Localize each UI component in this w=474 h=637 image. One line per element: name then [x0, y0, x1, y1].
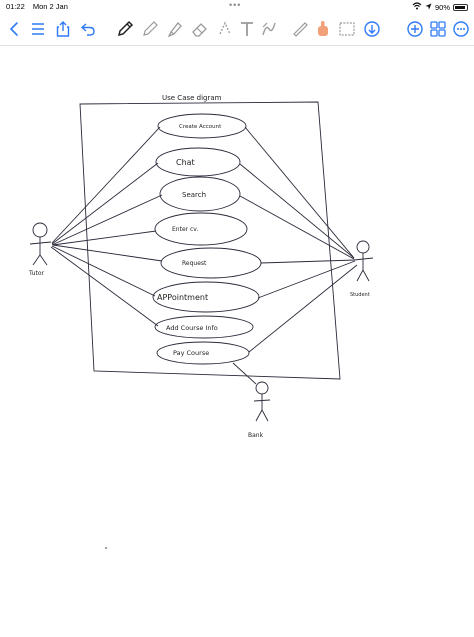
student-label: Student	[350, 292, 370, 298]
pen-icon[interactable]	[114, 17, 136, 41]
usecase-add-course-info-shape	[154, 315, 254, 339]
battery-percent: 90%	[434, 2, 450, 12]
status-bar: 01:22 Mon 2 Jan ••• 90%	[0, 0, 474, 14]
tutor-label: Tutor	[28, 270, 45, 277]
stray-ink-dot	[105, 547, 107, 549]
text-icon[interactable]	[236, 17, 258, 41]
bank-actor	[253, 381, 271, 422]
use-case-diagram: Use Case digram Create Account Chat Sear…	[28, 94, 374, 549]
wifi-icon	[412, 2, 422, 12]
highlighter-icon[interactable]	[164, 17, 186, 41]
usecase-appointment-shape	[152, 281, 260, 313]
ruler-icon[interactable]	[289, 17, 311, 41]
tutor-actor	[29, 222, 52, 266]
pencil-icon[interactable]	[139, 17, 161, 41]
diagram-title: Use Case digram	[162, 94, 222, 102]
multitasking-dots[interactable]: •••	[229, 0, 242, 10]
usecase-request-shape	[160, 247, 262, 279]
usecase-enter-cv-label: Enter cv.	[172, 226, 198, 233]
usecase-pay-course-shape	[156, 341, 250, 365]
back-chevron-icon[interactable]	[3, 17, 25, 41]
pages-grid-icon[interactable]	[427, 17, 449, 41]
usecase-search-shape	[159, 176, 241, 212]
toolbar	[0, 14, 474, 46]
undo-icon[interactable]	[77, 17, 99, 41]
note-canvas[interactable]: Use Case digram Create Account Chat Sear…	[0, 46, 474, 632]
image-icon[interactable]	[336, 17, 358, 41]
more-icon[interactable]	[450, 17, 472, 41]
usecase-request-label: Request	[182, 260, 207, 267]
usecase-create-account-shape	[157, 113, 247, 139]
system-boundary	[79, 101, 341, 380]
bank-label: Bank	[248, 432, 264, 439]
usecase-create-account-label: Create Account	[179, 124, 222, 130]
finger-icon[interactable]	[312, 17, 334, 41]
usecase-appointment-label: APPointment	[157, 293, 208, 302]
add-page-icon[interactable]	[404, 17, 426, 41]
eraser-icon[interactable]	[189, 17, 211, 41]
usecase-chat-label: Chat	[176, 158, 195, 167]
list-icon[interactable]	[27, 17, 49, 41]
usecase-pay-course-label: Pay Course	[173, 349, 209, 357]
location-icon	[425, 3, 432, 12]
status-time: 01:22	[6, 2, 25, 11]
shapes-icon[interactable]	[258, 17, 280, 41]
status-date: Mon 2 Jan	[32, 2, 68, 11]
microphone-icon[interactable]	[361, 17, 383, 41]
usecase-enter-cv-shape	[154, 212, 248, 246]
lasso-icon[interactable]	[214, 17, 236, 41]
usecase-chat-shape	[155, 147, 241, 177]
usecase-add-course-info-label: Add Course Info	[166, 324, 218, 332]
usecase-search-label: Search	[182, 191, 206, 199]
student-actor	[353, 240, 374, 282]
share-icon[interactable]	[52, 17, 74, 41]
battery-icon	[453, 3, 468, 11]
